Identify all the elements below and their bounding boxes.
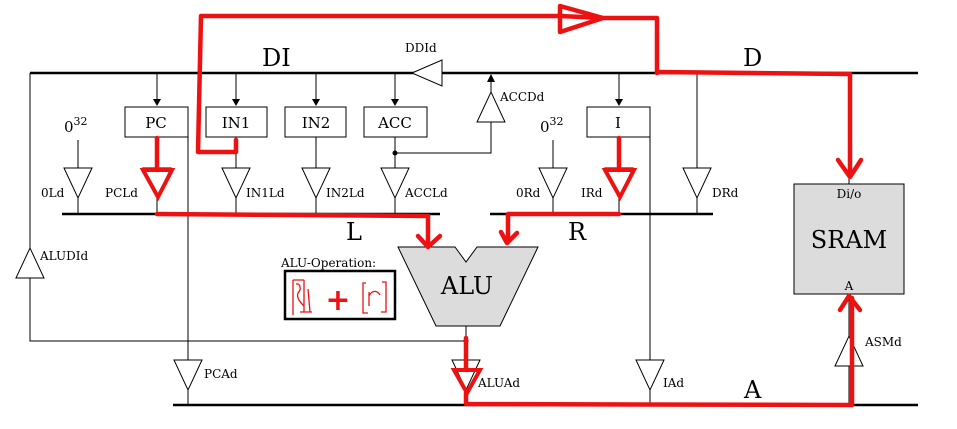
a-bus-label: A (743, 376, 762, 404)
zero-right-exponent: 32 (550, 115, 564, 128)
alu-operator: + (325, 283, 350, 318)
iad-driver (635, 137, 665, 405)
di-bus-label: DI (262, 44, 291, 72)
pcad-label: PCAd (204, 367, 238, 381)
pcad-driver (173, 137, 203, 405)
alu-unit: ALU (397, 246, 539, 327)
sram-unit: Di/o SRAM A (793, 183, 905, 295)
asmd-label: ASMd (864, 335, 902, 349)
alu-operation-label: ALU-Operation: (280, 256, 376, 270)
r-bus-label: R (568, 218, 587, 246)
accdd-label: ACCDd (499, 90, 545, 104)
register-i-label: I (615, 114, 621, 132)
aludid-label: ALUDId (39, 249, 88, 263)
register-input-wires (153, 73, 623, 106)
accld-label: ACCLd (404, 186, 448, 200)
alu-label: ALU (440, 272, 493, 300)
ddid-driver (410, 59, 443, 87)
alu-operation-right-operand (362, 281, 387, 314)
zero-left-digit: 0 (64, 118, 74, 136)
register-in1: IN1 (205, 106, 268, 138)
zero-right-digit: 0 (540, 118, 550, 136)
alu-operation-box (283, 269, 397, 321)
zero-left-exponent: 32 (74, 115, 88, 128)
register-in2: IN2 (284, 106, 347, 138)
sram-label: SRAM (811, 226, 887, 254)
sram-port-addr: A (844, 279, 854, 293)
d-bus-label: D (743, 44, 762, 72)
zero-rd-label: 0Rd (516, 186, 541, 200)
aludid-driver (15, 73, 466, 342)
register-in2-label: IN2 (302, 114, 331, 132)
zero-left-constant: 032 (64, 115, 88, 136)
register-i: I (586, 106, 651, 138)
drd-driver (682, 73, 712, 214)
ird-label: IRd (581, 186, 603, 200)
register-acc-label: ACC (377, 114, 412, 132)
pcld-label: PCLd (105, 186, 138, 200)
in2ld-driver (301, 137, 331, 214)
sram-port-data: Di/o (837, 187, 862, 201)
zero-rd-driver (538, 140, 568, 214)
zero-ld-driver (63, 140, 93, 214)
ddid-label: DDId (405, 41, 437, 55)
register-acc: ACC (363, 106, 428, 138)
in2ld-label: IN2Ld (326, 186, 365, 200)
alu-operation-left-operand (292, 279, 312, 315)
register-pc-label: PC (145, 114, 167, 132)
zero-ld-label: 0Ld (41, 186, 65, 200)
zero-right-constant: 032 (540, 115, 564, 136)
accdd-driver (392, 74, 506, 156)
in1ld-label: IN1Ld (246, 186, 285, 200)
iad-label: IAd (663, 376, 684, 390)
register-in1-label: IN1 (222, 114, 251, 132)
l-bus-label: L (346, 218, 362, 246)
accld-driver (380, 137, 410, 214)
aluad-label: ALUAd (477, 376, 520, 390)
asmd-driver (834, 298, 864, 405)
highlight-path (139, 3, 864, 408)
register-pc: PC (124, 106, 189, 138)
drd-label: DRd (712, 186, 739, 200)
